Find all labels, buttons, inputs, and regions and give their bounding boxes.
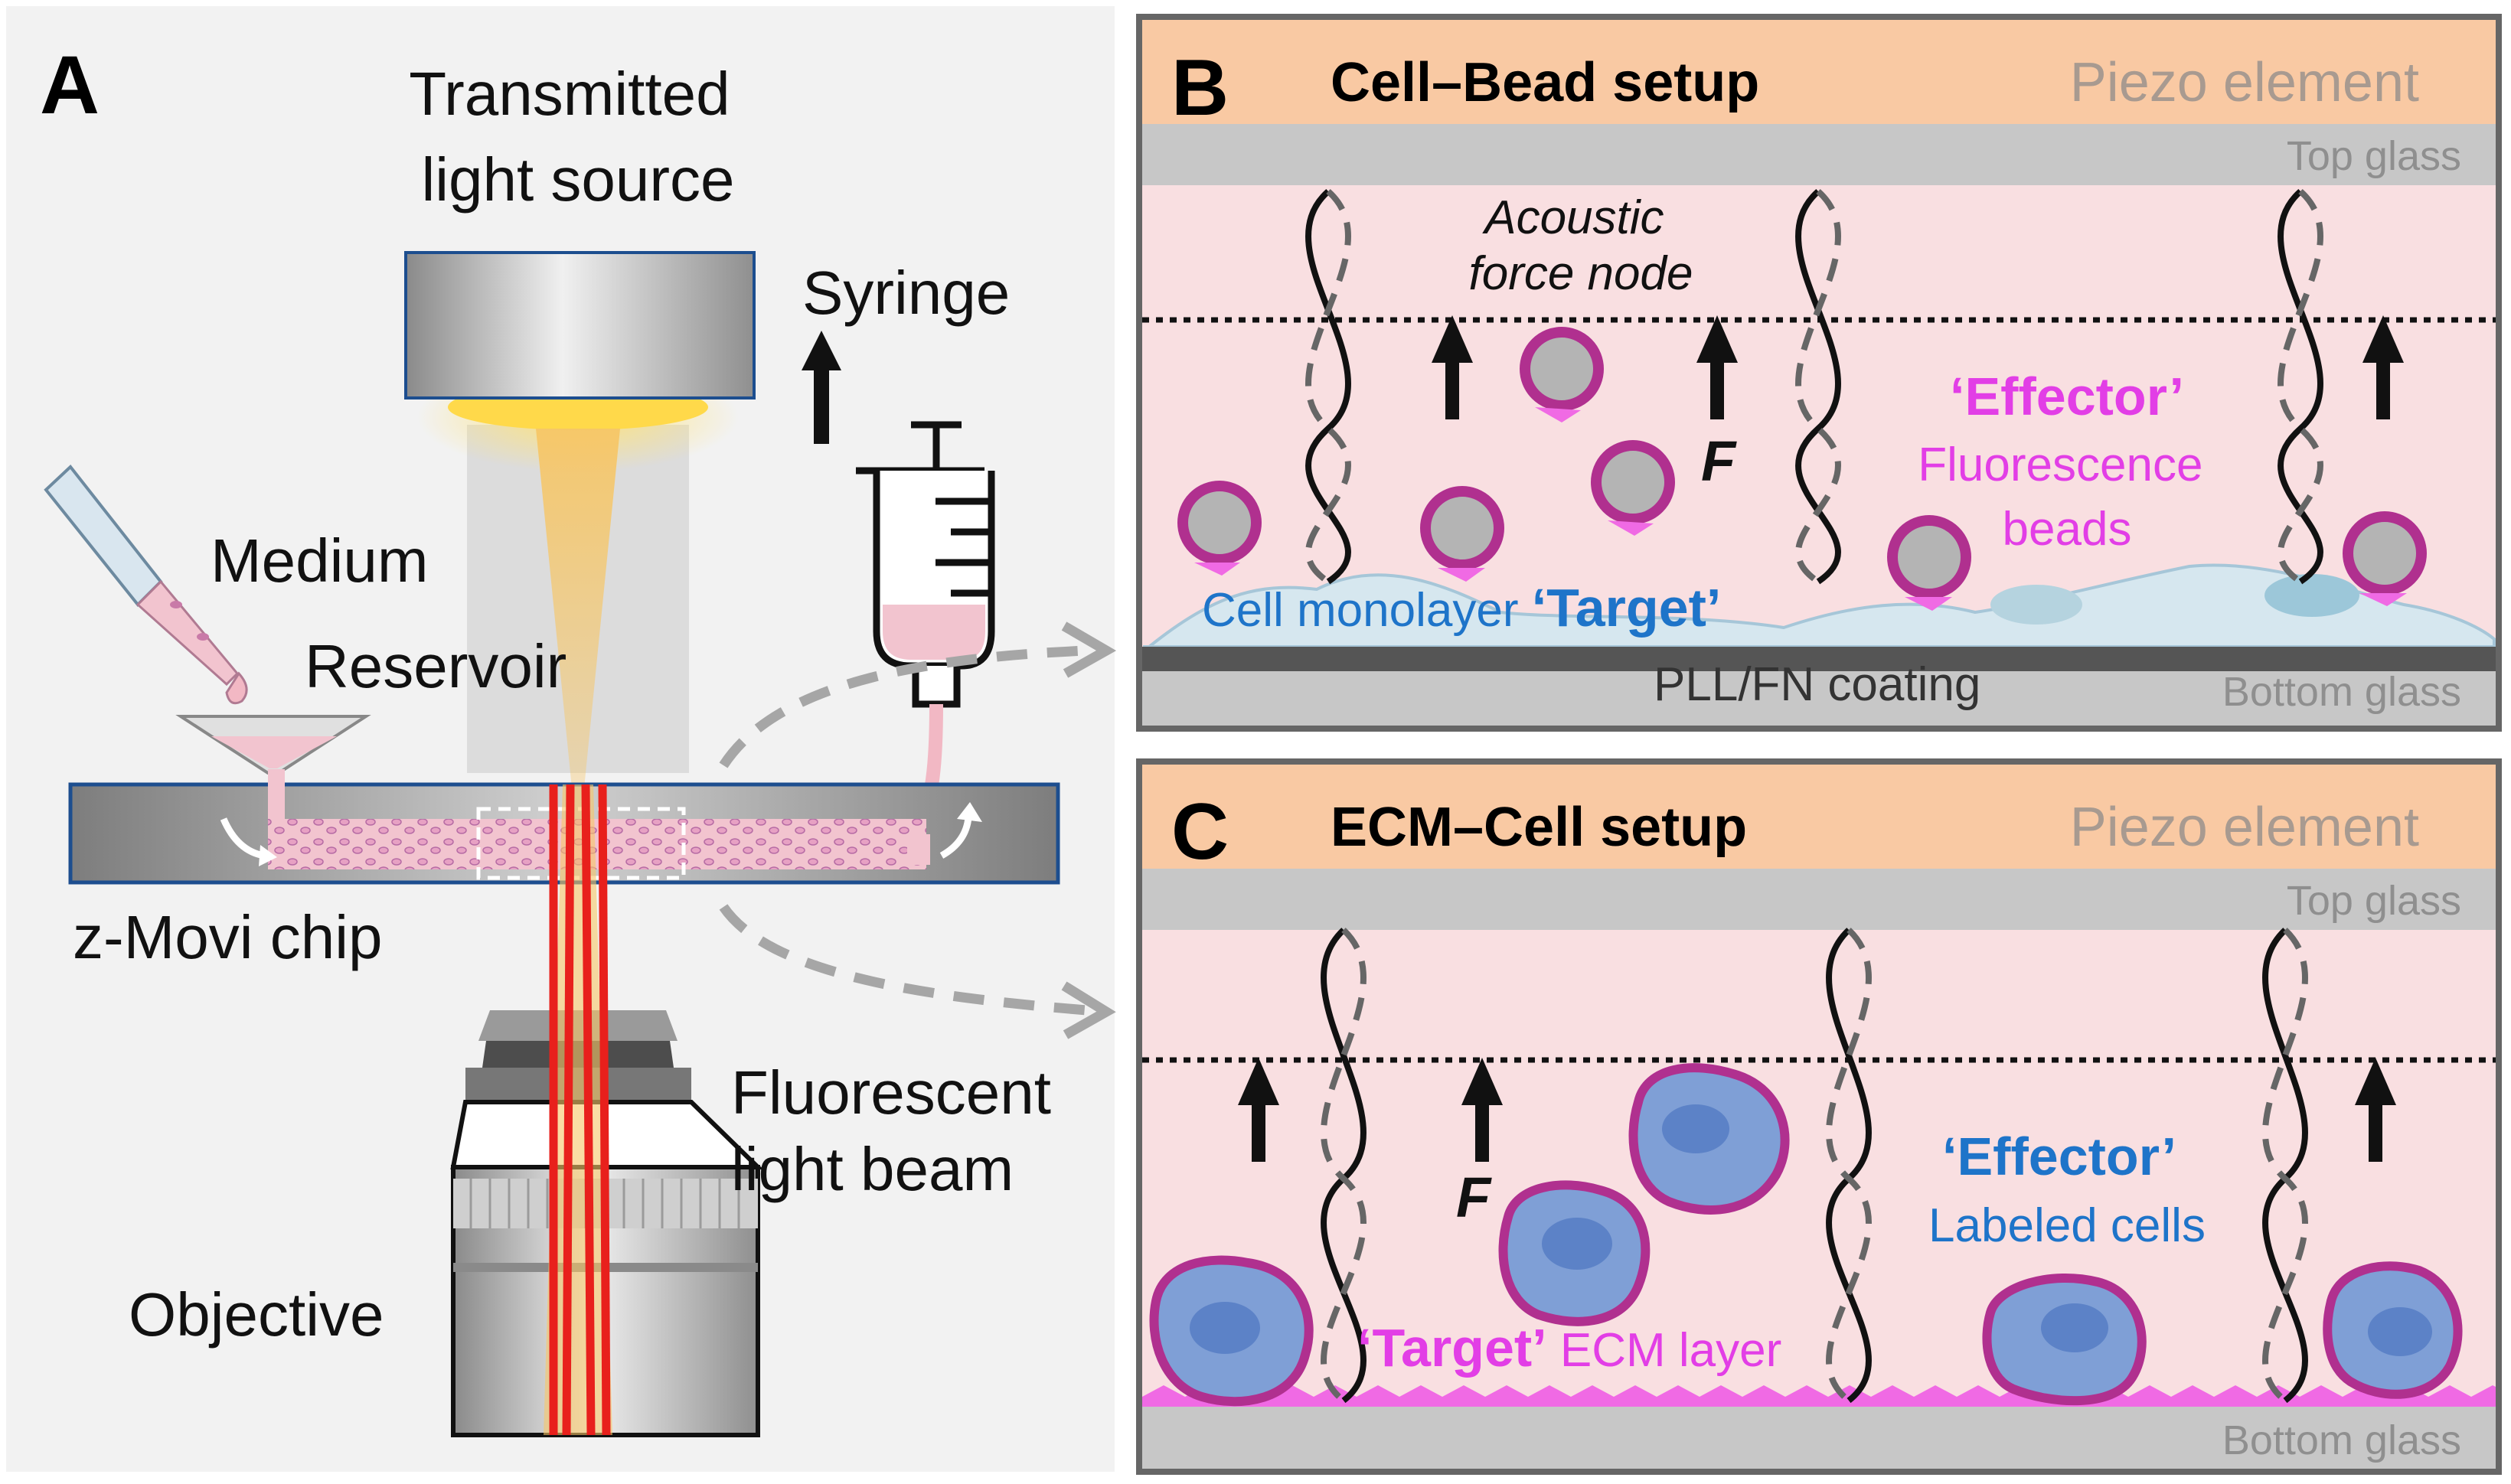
- light-source-line-2: light source: [421, 145, 734, 214]
- panel-c-piezo: [1142, 765, 2496, 869]
- target-label-b: Cell monolayer ‘Target’: [1202, 578, 1721, 638]
- standing-waves-c: [1321, 928, 2308, 1404]
- panel-c-title: ECM–Cell setup: [1331, 797, 1747, 858]
- beam-label-line-2: light beam: [731, 1135, 1014, 1203]
- beam-label-line-1: Fluorescent: [731, 1058, 1051, 1127]
- cell-nucleus: [1990, 585, 2082, 625]
- callout-arrow-c: [719, 904, 1088, 1016]
- callout-arrowhead-c: [1061, 981, 1116, 1039]
- target-label-c: ‘Target’ ECM layer: [1357, 1318, 1781, 1378]
- panel-b-piezo: [1142, 20, 2496, 124]
- chip-outlet: [907, 834, 930, 865]
- fluorescence-bead: [1520, 327, 1604, 422]
- light-source-housing: [404, 251, 756, 400]
- beam-label: Fluorescent light beam: [731, 1058, 1068, 1203]
- effector-desc-b-line-1: Fluorescence: [1918, 439, 2202, 491]
- medium-label: Medium: [211, 527, 429, 595]
- chip-channel: [268, 819, 926, 869]
- light-source-label: Transmitted light source: [409, 60, 747, 214]
- effector-label-b: ‘Effector’: [1950, 367, 2184, 426]
- effector-desc-b: Fluorescence beads: [1918, 439, 2215, 556]
- light-source-line-1: Transmitted: [409, 60, 730, 128]
- panel-c-bottom-glass: [1142, 1407, 2496, 1469]
- labeled-cell: [2323, 1261, 2463, 1399]
- pll-fn-coating: [1142, 647, 2496, 671]
- target-word-b: ‘Target’: [1532, 578, 1722, 638]
- callout-arrowhead-b: [1061, 621, 1117, 678]
- panel-b: B Cell–Bead setup Piezo element Top glas…: [1136, 14, 2502, 732]
- coating-label: PLL/FN coating: [1654, 658, 1980, 711]
- labeled-cell: [1149, 1255, 1314, 1407]
- callout-arrow-b: [719, 645, 1088, 768]
- force-arrows-b: [1432, 315, 2404, 419]
- flow-out-arrowhead: [957, 802, 982, 822]
- target-prefix-b: Cell monolayer: [1202, 584, 1532, 637]
- panel-b-title: Cell–Bead setup: [1331, 52, 1759, 113]
- flow-in-arrow: [220, 817, 265, 859]
- standing-waves: [1305, 189, 2323, 585]
- force-arrows-c: [1238, 1058, 2396, 1162]
- labeled-cell: [1628, 1063, 1790, 1215]
- labeled-cell: [1498, 1180, 1651, 1326]
- target-suffix-c: ECM layer: [1547, 1324, 1782, 1377]
- panel-c: C ECM–Cell setup Piezo element Top glass…: [1136, 758, 2502, 1475]
- fluorescence-bead: [1887, 515, 1971, 611]
- syringe-label: Syringe: [802, 259, 1010, 327]
- node-label: Acoustic force node: [1469, 191, 1693, 300]
- force-label-c: F: [1456, 1166, 1492, 1229]
- ecm-layer: [1142, 1385, 2496, 1407]
- transmitted-light-cone: [536, 429, 620, 796]
- fluorescence-bead: [1591, 440, 1675, 536]
- panel-b-bottom-glass-label: Bottom glass: [2222, 669, 2461, 715]
- panel-b-bottom-glass: [1142, 671, 2496, 726]
- cell-nucleus: [2264, 574, 2359, 617]
- chip-label: z-Movi chip: [73, 903, 383, 971]
- flow-out-arrow: [939, 817, 972, 859]
- force-label-b: F: [1701, 429, 1737, 493]
- panel-a-letter: A: [40, 38, 100, 131]
- panel-c-top-glass-label: Top glass: [2287, 878, 2461, 924]
- panel-b-letter: B: [1171, 44, 1229, 132]
- fluorescent-beam: [549, 784, 611, 1436]
- effector-label-c: ‘Effector’: [1942, 1127, 2176, 1186]
- fluorescence-bead: [1177, 481, 1262, 576]
- panel-a: A Transmitted light source Syringe: [6, 6, 1117, 1472]
- objective-label: Objective: [129, 1280, 384, 1349]
- node-label-line-2: force node: [1469, 247, 1693, 300]
- pipette-icon: [44, 465, 248, 705]
- target-word-c: ‘Target’: [1357, 1318, 1547, 1378]
- panel-b-piezo-label: Piezo element: [2070, 52, 2419, 113]
- panel-b-top-glass: [1142, 124, 2496, 185]
- effector-desc-b-line-2: beads: [2003, 503, 2132, 556]
- effector-desc-c: Labeled cells: [1928, 1199, 2206, 1252]
- panel-c-piezo-label: Piezo element: [2070, 797, 2419, 858]
- fluorescence-bead: [1420, 486, 1504, 582]
- labeled-cell: [1982, 1273, 2147, 1406]
- reservoir-label: Reservoir: [305, 632, 567, 700]
- flow-in-arrowhead: [259, 845, 277, 866]
- syringe-icon: [856, 421, 995, 708]
- panel-b-top-glass-label: Top glass: [2287, 133, 2461, 179]
- fluorescence-bead: [2343, 511, 2427, 606]
- reservoir-medium: [211, 736, 337, 768]
- panel-c-top-glass: [1142, 869, 2496, 930]
- panel-c-bottom-glass-label: Bottom glass: [2222, 1417, 2461, 1463]
- syringe-arrow: [802, 331, 841, 444]
- panel-c-letter: C: [1171, 788, 1229, 876]
- node-label-line-1: Acoustic: [1481, 191, 1664, 244]
- beam-halo: [544, 784, 612, 1435]
